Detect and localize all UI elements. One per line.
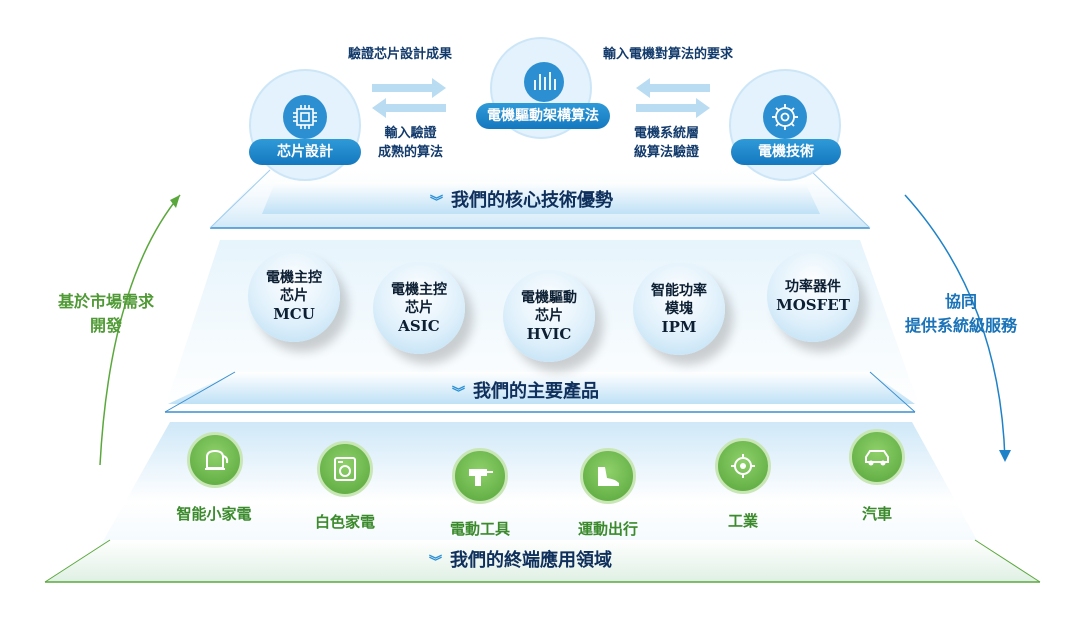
app-label-mobility: 運動出行 (577, 520, 638, 538)
right-arc (904, 194, 1006, 461)
product-mosfet: 功率器件 MOSFET (767, 250, 859, 342)
products-title-band (168, 372, 915, 404)
product-line3: ASIC (398, 317, 440, 335)
side-left-line2: 開發 (90, 316, 123, 335)
app-label-white-goods: 白色家電 (314, 513, 375, 531)
double-chevron-icon: ︾ (452, 386, 466, 401)
chip-icon (293, 105, 317, 129)
algorithm-label: 電機驅動架構算法 (476, 103, 610, 129)
arrow-left-bottom (372, 98, 446, 118)
note-verify-chip: 驗證芯片設計成果 (348, 47, 453, 62)
side-text-system-service: 協同 提供系統級服務 (905, 290, 1017, 338)
core-title-band (262, 182, 820, 214)
double-chevron-icon: ︾ (430, 195, 444, 210)
product-line1: 電機驅動 (521, 290, 577, 306)
core-title-text: 我們的核心技術優勢 (451, 190, 614, 211)
app-circle-automotive (849, 429, 905, 485)
gear-icon (731, 454, 755, 478)
kettle-icon (205, 449, 229, 470)
note-input-verify-line1: 輸入驗證 (384, 126, 437, 141)
double-chevron-icon: ︾ (429, 555, 443, 570)
product-line1: 智能功率 (651, 283, 707, 299)
product-line1: 電機主控 (391, 282, 447, 298)
product-line1: 功率器件 (785, 279, 841, 295)
side-text-market-demand: 基於市場需求 開發 (58, 290, 154, 338)
app-label-power-tools: 電動工具 (449, 520, 510, 538)
note-system-verify-line1: 電機系統層 (634, 126, 700, 141)
app-circle-power-tools (452, 448, 508, 504)
app-circle-white-goods (317, 441, 373, 497)
arrow-left-top (372, 78, 446, 98)
note-motor-requirements: 輸入電機對算法的要求 (603, 47, 734, 62)
note-input-verify-line2: 成熟的算法 (378, 145, 444, 160)
side-right-line1: 協同 (945, 292, 978, 311)
app-label-industrial: 工業 (727, 512, 758, 530)
product-line1: 電機主控 (266, 270, 322, 286)
product-line3: IPM (661, 318, 697, 336)
app-circle-small-appliance (187, 432, 243, 488)
gear-icon (772, 104, 798, 130)
core-title: ︾ 我們的核心技術優勢 (430, 186, 613, 212)
note-input-verify: 輸入驗證 成熟的算法 (378, 124, 443, 162)
arrow-right-bottom (636, 98, 710, 118)
waveform-icon (534, 72, 556, 90)
product-line2: 芯片 (535, 308, 563, 324)
chip-icon-bg (283, 95, 327, 139)
note-system-verify-line2: 級算法驗證 (634, 145, 700, 160)
products-title-text: 我們的主要產品 (473, 381, 600, 402)
waveform-icon-bg (524, 62, 564, 102)
products-title: ︾ 我們的主要產品 (452, 377, 599, 403)
product-line3: HVIC (526, 325, 572, 343)
product-line2: MOSFET (776, 296, 850, 314)
product-line3: MCU (273, 305, 315, 323)
shoe-icon (598, 467, 619, 486)
side-right-line2: 提供系統級服務 (905, 316, 1018, 335)
product-ipm: 智能功率 模塊 IPM (633, 263, 725, 355)
applications-title-band (45, 540, 1040, 582)
app-label-automotive: 汽車 (861, 505, 892, 523)
side-left-line1: 基於市場需求 (58, 292, 155, 311)
applications-title: ︾ 我們的終端應用領域 (429, 546, 612, 572)
product-line2: 芯片 (280, 288, 308, 304)
product-hvic: 電機驅動 芯片 HVIC (503, 270, 595, 362)
right-arc-arrowhead (999, 450, 1011, 462)
washing-machine-icon (334, 457, 356, 481)
gear-icon-bg (763, 95, 807, 139)
drill-icon (469, 469, 493, 486)
note-system-verify: 電機系統層 級算法驗證 (634, 124, 699, 162)
app-circle-industrial (715, 438, 771, 494)
app-label-small-appliance: 智能小家電 (176, 505, 252, 523)
app-circle-mobility (580, 448, 636, 504)
left-arc (99, 194, 181, 466)
car-icon (865, 450, 889, 466)
left-arc-arrowhead (170, 195, 180, 208)
product-mcu: 電機主控 芯片 MCU (248, 250, 340, 342)
arrow-right-top (636, 78, 710, 98)
chip-design-label: 芯片設計 (249, 139, 361, 165)
motor-tech-label: 電機技術 (731, 139, 841, 165)
applications-title-text: 我們的終端應用領域 (450, 550, 613, 571)
product-line2: 模塊 (665, 301, 693, 317)
product-line2: 芯片 (405, 300, 433, 316)
product-asic: 電機主控 芯片 ASIC (373, 262, 465, 354)
